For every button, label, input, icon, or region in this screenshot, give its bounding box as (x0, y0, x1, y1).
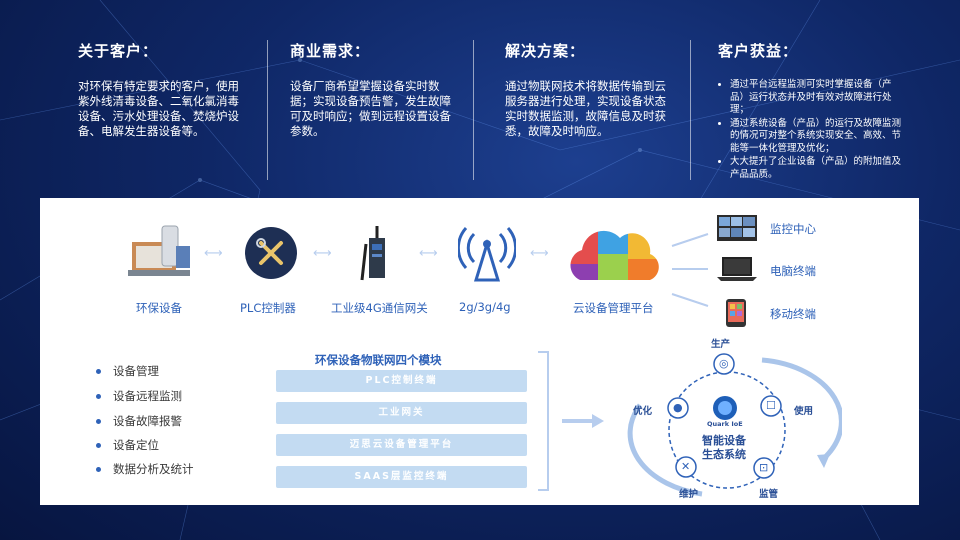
bullet-dot (96, 394, 101, 399)
feature-label: 设备定位 (113, 438, 159, 452)
business-column: 商业需求： 设备厂商希望掌握设备实时数据；实现设备预告警，发生故障可及时响应；做… (290, 40, 455, 139)
ecosystem-title-line1: 智能设备 (702, 434, 746, 447)
bullet-dot (96, 369, 101, 374)
feature-label: 数据分析及统计 (113, 462, 194, 476)
bullet-dot (96, 419, 101, 424)
eco-label-maintenance: 维护 (679, 489, 699, 500)
solution-text: 通过物联网技术将数据传输到云服务器进行处理，实现设备状态实时数据监测，故障信息及… (505, 79, 666, 138)
solution-column: 解决方案： 通过物联网技术将数据传输到云服务器进行处理，实现设备状态实时数据监测… (505, 40, 668, 139)
feature-label: 设备故障报警 (113, 414, 182, 428)
node-label-gateway: 工业级4G通信网关 (331, 301, 428, 315)
usage-icon: ☐ (766, 399, 776, 412)
benefit-item: 大大提升了企业设备（产品）的附加值及产品品质。 (730, 156, 902, 181)
flow-arrow: ⟷ (419, 246, 438, 261)
eco-label-supervision: 监管 (759, 489, 779, 500)
node-label-equipment: 环保设备 (136, 301, 182, 315)
gateway-device-icon (360, 226, 385, 281)
customer-column: 关于客户： 对环保有特定要求的客户，使用紫外线清毒设备、二氧化氯消毒设备、污水处… (78, 40, 248, 139)
feature-item: 设备定位 (96, 437, 159, 453)
device-arrows (671, 233, 709, 307)
feature-item: 数据分析及统计 (96, 461, 194, 477)
feature-item: 设备故障报警 (96, 413, 182, 429)
eco-label-usage: 使用 (794, 406, 814, 417)
eco-label-production: 生产 (711, 339, 731, 350)
business-title: 商业需求： (290, 42, 371, 60)
module-bar: 工业网关 (276, 402, 527, 424)
feature-item: 设备远程监测 (96, 388, 182, 404)
business-text: 设备厂商希望掌握设备实时数据；实现设备预告警，发生故障可及时响应；做到远程设置设… (290, 79, 451, 138)
column-divider (690, 40, 691, 180)
feature-item: 设备管理 (96, 363, 159, 379)
cloud-platform-icon (570, 230, 659, 280)
production-icon: ◎ (719, 357, 729, 370)
module-bar: SAAS层监控终端 (276, 466, 527, 488)
customer-text: 对环保有特定要求的客户，使用紫外线清毒设备、二氧化氯消毒设备、污水处理设备、焚烧… (78, 79, 239, 138)
bullet-dot (96, 467, 101, 472)
device-label-mobile: 移动终端 (770, 307, 816, 321)
feature-label: 设备远程监测 (113, 389, 182, 403)
monitor-center-icon (717, 215, 757, 241)
node-label-network: 2g/3g/4g (459, 300, 511, 314)
flow-arrow: ⟷ (313, 246, 332, 261)
module-bar: PLC控制终端 (276, 370, 527, 392)
eco-label-optimize: 优化 (633, 406, 653, 417)
benefit-column: 客户获益： 通过平台远程监测可实时掌握设备（产品）运行状态并及时有效对故障进行处… (718, 40, 902, 182)
maintenance-icon: ✕ (681, 460, 691, 473)
modules-title: 环保设备物联网四个模块 (315, 353, 442, 367)
solution-title: 解决方案： (505, 42, 586, 60)
bullet-dot (96, 443, 101, 448)
optimize-icon: ● (673, 401, 683, 414)
column-divider (267, 40, 268, 180)
benefit-item: 通过系统设备（产品）的运行及故障监测的情况可对整个系统实现安全、高效、节能等一体… (730, 118, 902, 156)
mobile-device-icon (726, 299, 746, 327)
ecosystem-diagram (627, 353, 842, 497)
plc-controller-icon (245, 227, 297, 279)
node-label-cloud: 云设备管理平台 (573, 301, 654, 315)
device-label-monitor: 监控中心 (770, 222, 816, 236)
module-bar: 迈思云设备管理平台 (276, 434, 527, 456)
column-divider (473, 40, 474, 180)
benefit-item: 通过平台远程监测可实时掌握设备（产品）运行状态并及时有效对故障进行处理； (730, 79, 902, 117)
flow-arrow: ⟷ (530, 246, 549, 261)
flow-arrow: ⟷ (204, 246, 223, 261)
supervision-icon: ⊡ (759, 461, 769, 474)
customer-title: 关于客户： (78, 42, 159, 60)
feature-label: 设备管理 (113, 364, 159, 378)
device-label-pc: 电脑终端 (770, 264, 816, 278)
bracket-arrow (538, 351, 604, 491)
ecosystem-brand: Quark IoE (707, 420, 743, 428)
node-label-plc: PLC控制器 (240, 301, 296, 315)
benefit-title: 客户获益： (718, 42, 799, 60)
ecosystem-title-line2: 生态系统 (702, 448, 746, 461)
benefit-list: 通过平台远程监测可实时掌握设备（产品）运行状态并及时有效对故障进行处理； 通过系… (718, 79, 902, 181)
boiler-equipment-icon (128, 225, 190, 276)
laptop-icon (717, 257, 757, 281)
wireless-signal-icon (458, 227, 516, 282)
